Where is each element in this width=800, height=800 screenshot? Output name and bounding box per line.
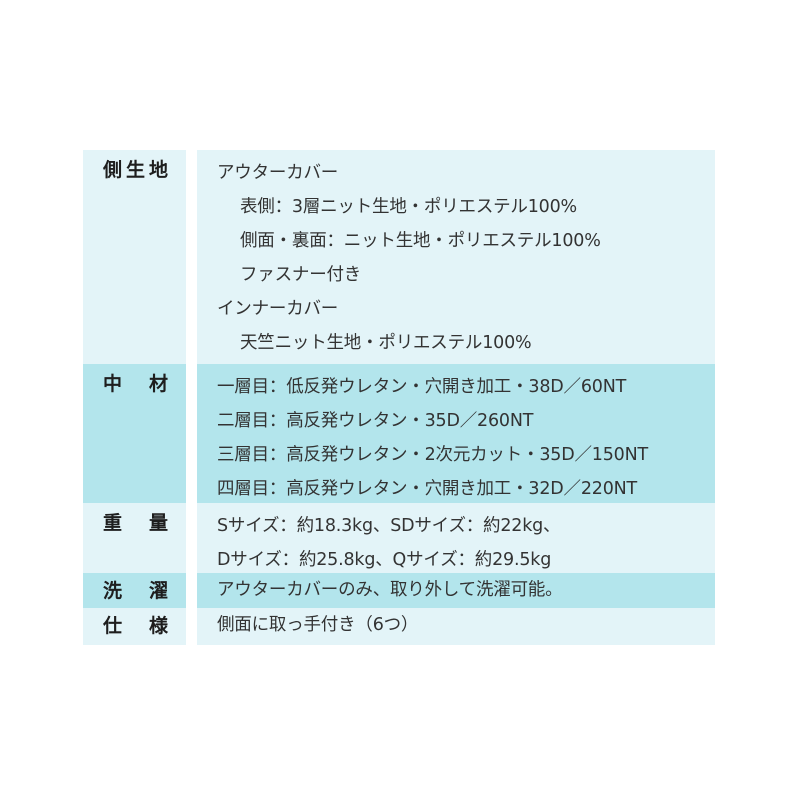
row-label-cell: 洗 濯: [83, 573, 186, 608]
inner-cover-material: 天竺ニット生地・ポリエステル100%: [240, 333, 532, 353]
row-content-cell: 側面に取っ手付き（6つ）: [197, 608, 715, 645]
spec-row-weight: 重 量 Sサイズ：約18.3kg、SDサイズ：約22kg、 Dサイズ：約25.8…: [83, 503, 715, 573]
row-label: 仕 様: [103, 614, 168, 638]
row-label-cell: 仕 様: [83, 608, 186, 645]
outer-cover-front: 表側：3層ニット生地・ポリエステル100%: [240, 197, 577, 217]
spec-table: 側 生 地 アウターカバー 表側：3層ニット生地・ポリエステル100% 側面・裏…: [83, 150, 715, 645]
spec-row-washing: 洗 濯 アウターカバーのみ、取り外して洗濯可能。: [83, 573, 715, 608]
outer-cover-zipper: ファスナー付き: [240, 265, 362, 285]
weight-line-1: Sサイズ：約18.3kg、SDサイズ：約22kg、: [217, 516, 561, 536]
layer-3: 三層目：高反発ウレタン・2次元カット・35D／150NT: [217, 445, 648, 465]
label-char: 洗: [103, 580, 123, 602]
row-content-cell: アウターカバー 表側：3層ニット生地・ポリエステル100% 側面・裏面：ニット生…: [197, 150, 715, 364]
row-label: 重 量: [103, 511, 168, 535]
spec-row-side-fabric: 側 生 地 アウターカバー 表側：3層ニット生地・ポリエステル100% 側面・裏…: [83, 150, 715, 364]
label-char: 地: [148, 159, 168, 181]
layer-2: 二層目：高反発ウレタン・35D／260NT: [217, 411, 534, 431]
row-label-cell: 重 量: [83, 503, 186, 573]
label-char: 重: [103, 512, 123, 534]
row-label: 側 生 地: [103, 158, 168, 182]
layer-1: 一層目：低反発ウレタン・穴開き加工・38D／60NT: [217, 377, 627, 397]
row-label: 中 材: [103, 372, 168, 396]
label-char: 中: [103, 373, 123, 395]
label-char: 濯: [148, 580, 168, 602]
label-char: 材: [148, 373, 168, 395]
label-char: 量: [148, 512, 168, 534]
spec-row-core-material: 中 材 一層目：低反発ウレタン・穴開き加工・38D／60NT 二層目：高反発ウレ…: [83, 364, 715, 503]
row-label: 洗 濯: [103, 579, 168, 603]
label-char: 側: [103, 159, 123, 181]
spec-row-features: 仕 様 側面に取っ手付き（6つ）: [83, 608, 715, 645]
row-content-cell: 一層目：低反発ウレタン・穴開き加工・38D／60NT 二層目：高反発ウレタン・3…: [197, 364, 715, 503]
outer-cover-side-back: 側面・裏面：ニット生地・ポリエステル100%: [240, 231, 601, 251]
weight-line-2: Dサイズ：約25.8kg、Qサイズ：約29.5kg: [217, 550, 552, 570]
outer-cover-heading: アウターカバー: [217, 163, 339, 183]
inner-cover-heading: インナーカバー: [217, 299, 339, 319]
label-char: 様: [148, 615, 168, 637]
row-content-cell: Sサイズ：約18.3kg、SDサイズ：約22kg、 Dサイズ：約25.8kg、Q…: [197, 503, 715, 573]
label-char: 生: [125, 159, 145, 181]
row-label-cell: 側 生 地: [83, 150, 186, 364]
layer-4: 四層目：高反発ウレタン・穴開き加工・32D／220NT: [217, 479, 638, 499]
row-label-cell: 中 材: [83, 364, 186, 503]
row-content-cell: アウターカバーのみ、取り外して洗濯可能。: [197, 573, 715, 608]
features-note: 側面に取っ手付き（6つ）: [217, 615, 419, 635]
washing-note: アウターカバーのみ、取り外して洗濯可能。: [217, 580, 563, 600]
label-char: 仕: [103, 615, 123, 637]
